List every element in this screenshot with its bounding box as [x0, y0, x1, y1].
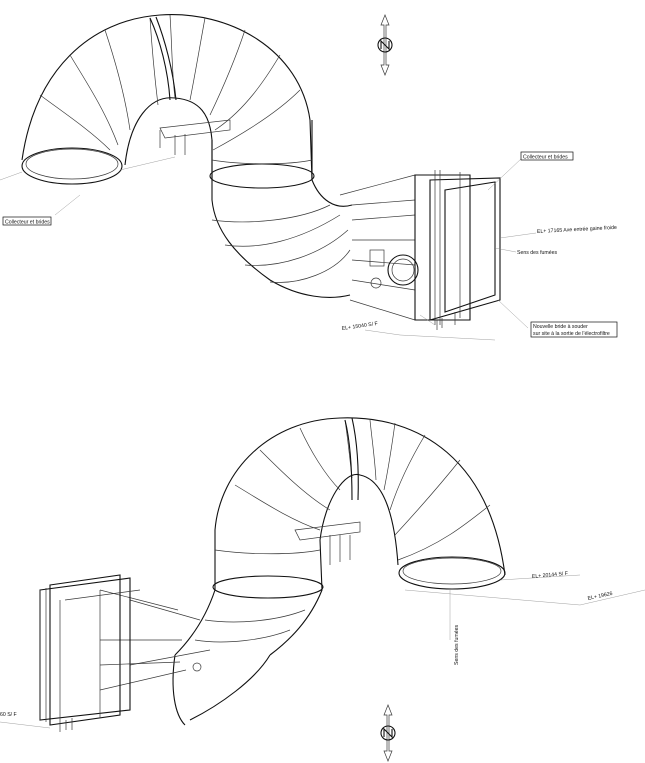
label-elevation-right: EL+ 19626	[587, 591, 613, 602]
left-inlet-flange	[21, 147, 123, 185]
north-compass-icon-top	[377, 14, 393, 76]
label-nouvelle-bride-1: Nouvelle bride à souder	[533, 324, 588, 330]
label-elevation-left: 60 S/ F	[0, 712, 17, 718]
top-labels: Collecteur et brides Collecteur et bride…	[2, 151, 618, 338]
label-elevation-inlet: EL+ 17165 Axe entrée gaine froide	[537, 225, 617, 235]
label-sens-fumees-top: Sens des fumées	[517, 250, 557, 256]
top-duct-assembly	[21, 14, 501, 330]
label-sens-fumees-bottom: Sens des fumées	[454, 625, 460, 665]
right-outlet-flange	[398, 556, 506, 590]
bottom-labels: EL+ 20144 S/ F EL+ 19626 Sens des fumées…	[0, 571, 613, 718]
label-elevation-bottom-top: EL+ 15040 S/ F	[341, 321, 378, 332]
north-compass-icon-bottom	[380, 704, 396, 762]
bottom-leaders	[0, 574, 645, 729]
label-collecteur-right: Collecteur et brides	[523, 155, 568, 161]
mid-flange-ring	[209, 163, 315, 189]
bottom-duct-assembly	[39, 417, 506, 732]
label-collecteur-left: Collecteur et brides	[5, 220, 50, 226]
top-leaders	[0, 156, 537, 341]
label-elevation-flange: EL+ 20144 S/ F	[532, 571, 569, 580]
inspection-hatch	[387, 254, 419, 286]
lower-mid-flange	[212, 575, 324, 599]
label-nouvelle-bride-2: sur site à la sortie de l'électrofiltre	[533, 331, 610, 337]
